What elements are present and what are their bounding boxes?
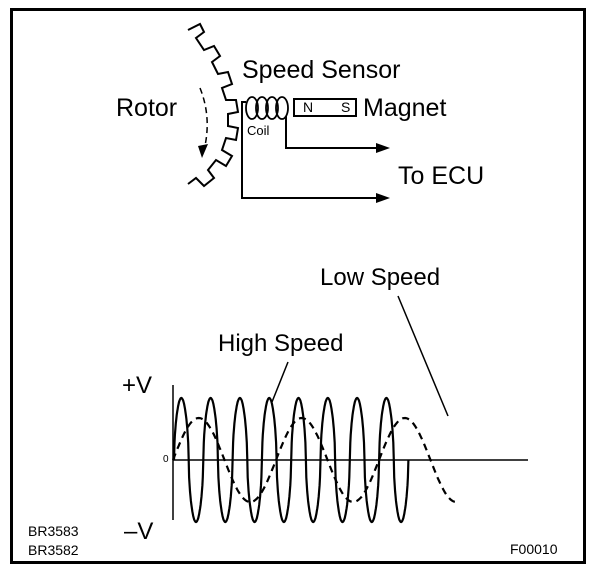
coil-label: Coil <box>247 123 270 138</box>
high-speed-leader <box>271 361 289 403</box>
rotation-arrow-head <box>198 144 208 158</box>
magnet-n-label: N <box>303 99 314 115</box>
to-ecu-label: To ECU <box>398 162 485 190</box>
zero-label: 0 <box>163 454 169 465</box>
ref-code-2: BR3582 <box>28 542 79 558</box>
figure-code: F00010 <box>510 541 558 557</box>
ref-code-1: BR3583 <box>28 523 79 539</box>
minus-v-label: –V <box>124 518 154 545</box>
lead-wire-upper-arrow <box>376 143 390 153</box>
magnet-box <box>293 98 357 117</box>
low-speed-label: Low Speed <box>320 264 441 291</box>
lead-wire-lower-arrow <box>376 193 390 203</box>
high-speed-label: High Speed <box>218 330 344 357</box>
rotor-teeth <box>187 22 240 188</box>
rotation-arrow <box>199 87 208 151</box>
lead-wire-lower <box>241 101 378 199</box>
rotor-label: Rotor <box>116 94 178 122</box>
lead-wire-upper <box>285 116 378 149</box>
plus-v-label: +V <box>122 372 153 399</box>
speed-sensor-label: Speed Sensor <box>242 56 401 84</box>
magnet-s-label: S <box>341 99 351 115</box>
coil-windings <box>245 96 289 120</box>
low-speed-leader <box>397 295 449 417</box>
high-speed-waveform <box>172 396 410 524</box>
magnet-label: Magnet <box>363 94 447 122</box>
low-speed-waveform <box>171 416 457 504</box>
